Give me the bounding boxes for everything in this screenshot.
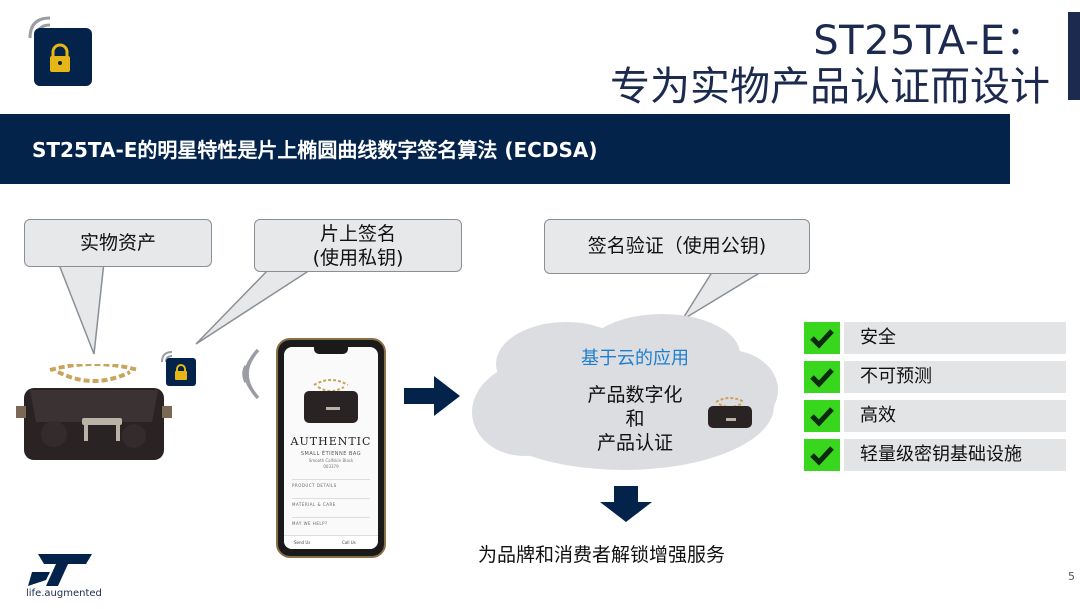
- cloud-line-authentication: 产品认证: [596, 432, 673, 454]
- logo-tagline: life.augmented: [26, 588, 102, 599]
- phone-screen: AUTHENTIC SMALL ÉTIENNE BAG Smooth Calfs…: [284, 347, 378, 549]
- nfc-lock-icon: [28, 16, 92, 86]
- nfc-waves-icon: [242, 348, 260, 400]
- cloud-shape: [472, 314, 778, 470]
- slide-title-line1: ST25TA-E：: [813, 18, 1046, 64]
- callout-physical-asset-text: 实物资产: [79, 232, 156, 254]
- checkmark-icon: [804, 361, 840, 393]
- phone-footer-send[interactable]: Send Us: [294, 540, 311, 545]
- st-logo-icon: [28, 554, 92, 586]
- checklist-label: 高效: [844, 400, 1066, 432]
- feature-banner-text: ST25TA-E的明星特性是片上椭圆曲线数字签名算法 (ECDSA): [32, 138, 598, 162]
- cloud-line-digitization: 产品数字化: [587, 384, 683, 406]
- phone-product-sub: Smooth Calfskin Black: [308, 458, 354, 463]
- phone-product-code: 003379: [323, 464, 339, 469]
- phone-footer-call[interactable]: Call Us: [342, 540, 356, 545]
- cloud-line-and: 和: [625, 408, 645, 430]
- handbag-image: [16, 364, 172, 460]
- phone-footer: Send Us Call Us: [284, 535, 378, 549]
- cloud-app-title: 基于云的应用: [581, 348, 689, 369]
- checkmark-icon: [804, 322, 840, 354]
- phone-menu-may-we-help[interactable]: MAY WE HELP?: [292, 517, 370, 526]
- checklist-item-efficient: 高效: [804, 400, 1066, 432]
- callout-on-chip-signature-line2: (使用私钥): [312, 247, 404, 269]
- callout-on-chip-signature: 片上签名 (使用私钥): [254, 219, 462, 272]
- slide-title-line2: 专为实物产品认证而设计: [610, 64, 1050, 110]
- checklist-item-secure: 安全: [804, 322, 1066, 354]
- cloud-bag-image: [708, 397, 752, 428]
- title-accent-bar: [1068, 12, 1080, 100]
- phone-product-name: SMALL ÉTIENNE BAG: [300, 451, 362, 457]
- enhanced-services-text: 为品牌和消费者解锁增强服务: [478, 544, 726, 566]
- checklist-label: 安全: [844, 322, 1066, 354]
- arrow-right-icon: [404, 376, 460, 416]
- callout-signature-verification-text: 签名验证（使用公钥): [587, 235, 767, 257]
- page-number: 5: [1068, 570, 1075, 583]
- checkmark-icon: [804, 400, 840, 432]
- checklist-label: 不可预测: [844, 361, 1066, 393]
- phone-heading: AUTHENTIC: [290, 435, 372, 448]
- callout-physical-asset: 实物资产: [24, 219, 212, 267]
- phone-notch: [314, 347, 348, 354]
- checklist-item-unpredictable: 不可预测: [804, 361, 1066, 393]
- callout-signature-verification: 签名验证（使用公钥): [544, 219, 810, 274]
- callout-on-chip-signature-line1: 片上签名: [319, 223, 396, 245]
- checklist-label: 轻量级密钥基础设施: [844, 439, 1066, 471]
- nfc-lock-small-icon: [161, 351, 196, 386]
- phone-bag-image: [304, 379, 358, 423]
- checkmark-icon: [804, 439, 840, 471]
- arrow-down-icon: [600, 486, 652, 522]
- smartphone: AUTHENTIC SMALL ÉTIENNE BAG Smooth Calfs…: [276, 338, 386, 558]
- feature-banner: [0, 114, 1010, 184]
- checklist-item-lightweight-pki: 轻量级密钥基础设施: [804, 439, 1066, 471]
- phone-menu-product-details[interactable]: PRODUCT DETAILS: [292, 479, 370, 488]
- phone-menu-material-care[interactable]: MATERIAL & CARE: [292, 498, 370, 507]
